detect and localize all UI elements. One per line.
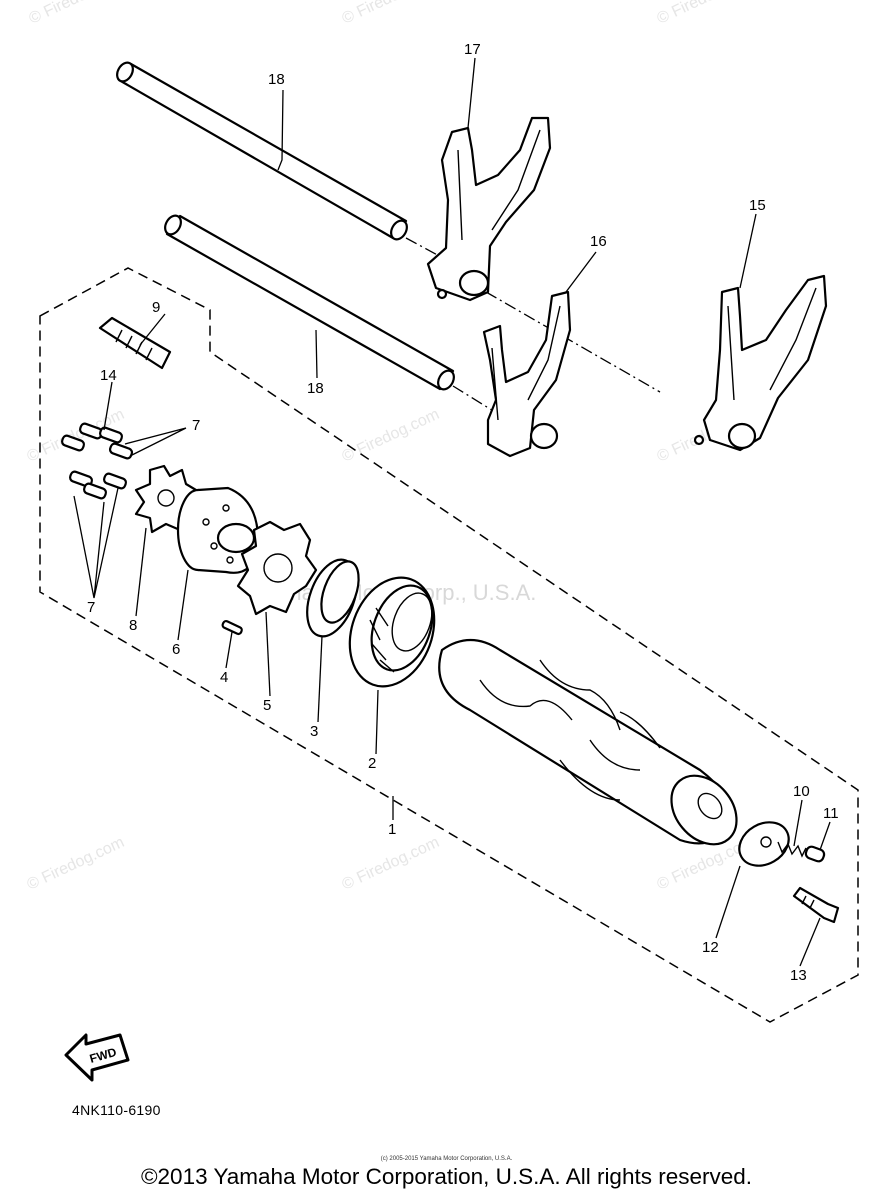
- leader-lines: [73, 57, 831, 967]
- stopper-5: [236, 520, 318, 616]
- callout-3: 3: [310, 723, 318, 740]
- dowel-pins-lower: [68, 470, 128, 500]
- callout-9: 9: [152, 299, 160, 316]
- diagram-code: 4NK110-6190: [72, 1102, 161, 1118]
- bearing-2: [348, 576, 436, 688]
- guide-bar-lower: [164, 214, 455, 391]
- screw-13: [792, 886, 840, 924]
- callout-16: 16: [590, 233, 607, 250]
- spring-10: [777, 841, 807, 858]
- watermark: © Firedog.com: [27, 0, 129, 28]
- callout-13: 13: [790, 967, 807, 984]
- watermark: © Firedog.com: [340, 834, 442, 894]
- assembly-boundary: [39, 267, 859, 1023]
- callout-4: 4: [220, 669, 228, 686]
- forward-arrow-icon: FWD: [64, 1033, 130, 1082]
- watermark: © Firedog.com: [655, 0, 757, 28]
- segment-6: [176, 486, 260, 574]
- screw-9: [98, 316, 172, 370]
- callout-labels: 1 2 3 4 5 6 7 7 8 9 10 11 12 13 14 15 16…: [87, 41, 839, 984]
- callout-5: 5: [263, 697, 271, 714]
- pin-11: [804, 845, 826, 863]
- callout-17: 17: [464, 41, 481, 58]
- watermark: © Firedog.com: [25, 834, 127, 894]
- watermark: © Firedog.com: [340, 0, 442, 28]
- shift-fork-16: [482, 290, 572, 458]
- callout-7-upper: 7: [192, 417, 200, 434]
- callout-2: 2: [368, 755, 376, 772]
- callout-8: 8: [129, 617, 137, 634]
- watermark: © Firedog.com: [340, 406, 442, 466]
- callout-10: 10: [793, 783, 810, 800]
- shift-drum-1: [438, 639, 738, 846]
- callout-7-lower: 7: [87, 599, 95, 616]
- callout-11: 11: [823, 805, 839, 822]
- oil-seal-3: [306, 558, 360, 638]
- dowel-pins-upper: [60, 422, 134, 460]
- callout-1: 1: [388, 821, 396, 838]
- copyright-footer: ©2013 Yamaha Motor Corporation, U.S.A. A…: [140, 1164, 753, 1189]
- callout-15: 15: [749, 197, 766, 214]
- callout-18-upper: 18: [268, 71, 285, 88]
- pin-4: [221, 620, 243, 636]
- shift-fork-15: [693, 274, 828, 452]
- callout-6: 6: [172, 641, 180, 658]
- guide-bar-upper: [116, 61, 408, 241]
- callout-18-lower: 18: [307, 380, 324, 397]
- callout-14: 14: [100, 367, 117, 384]
- plate-12: [738, 821, 790, 867]
- fine-print-copyright: (c) 2005-2015 Yamaha Motor Corporation, …: [380, 1156, 513, 1162]
- callout-12: 12: [702, 939, 719, 956]
- shift-fork-17: [426, 116, 552, 302]
